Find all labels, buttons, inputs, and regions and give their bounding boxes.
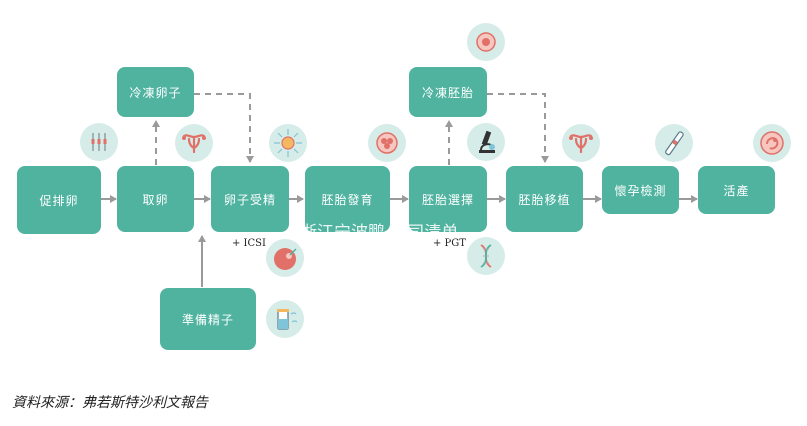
- watermark-text: 浙江宁波鹏 公司清单: [300, 223, 459, 243]
- node-egg-freezing: 冷凍卵子: [117, 67, 194, 117]
- sperm-tube-icon: [266, 300, 304, 338]
- node-label: 促排卵: [39, 193, 79, 208]
- node-egg-retrieval: 取卵: [117, 166, 194, 232]
- uterus-icon-2: [562, 124, 600, 162]
- embryo-cell-icon: [368, 124, 406, 162]
- node-label: 冷凍胚胎: [421, 85, 474, 100]
- fetus-icon: [753, 124, 791, 162]
- node-label: 胚胎移植: [518, 192, 571, 207]
- sperm-egg-icon: [269, 124, 307, 162]
- microscope-icon: [467, 123, 505, 161]
- source-note: 資料來源：弗若斯特沙利文報告: [12, 395, 208, 411]
- node-label: 準備精子: [181, 312, 234, 327]
- pgt-note: + PGT: [433, 238, 466, 249]
- icsi-note: + ICSI: [232, 238, 266, 249]
- syringes-icon: [80, 123, 118, 161]
- node-label: 胚胎選擇: [421, 192, 474, 207]
- node-live-birth: 活產: [698, 166, 775, 214]
- node-fertilization: 卵子受精: [211, 166, 289, 232]
- node-embryo-selection: 胚胎選擇: [409, 166, 487, 232]
- dashed-embryo-freezing-to-transfer: [487, 93, 549, 163]
- uterus-icon: [175, 124, 213, 162]
- embryo-icsi-icon: [266, 239, 304, 277]
- node-label: 胚胎發育: [321, 192, 374, 207]
- node-label: 卵子受精: [223, 192, 276, 207]
- node-label: 懷孕檢測: [614, 183, 667, 198]
- node-label: 活產: [723, 183, 750, 198]
- node-embryo-development: 胚胎發育: [305, 166, 390, 232]
- pregnancy-test-icon: [655, 124, 693, 162]
- dashed-egg-freezing-to-fertilization: [194, 93, 254, 163]
- node-embryo-freezing: 冷凍胚胎: [409, 67, 487, 117]
- node-ovarian-stimulation: 促排卵: [17, 166, 101, 234]
- frozen-embryo-icon: [467, 23, 505, 61]
- node-sperm-preparation: 準備精子: [160, 288, 256, 350]
- node-embryo-transfer: 胚胎移植: [506, 166, 583, 232]
- node-label: 取卵: [142, 192, 169, 207]
- node-pregnancy-test: 懷孕檢測: [602, 166, 679, 214]
- dna-icon: [467, 237, 505, 275]
- node-label: 冷凍卵子: [129, 85, 182, 100]
